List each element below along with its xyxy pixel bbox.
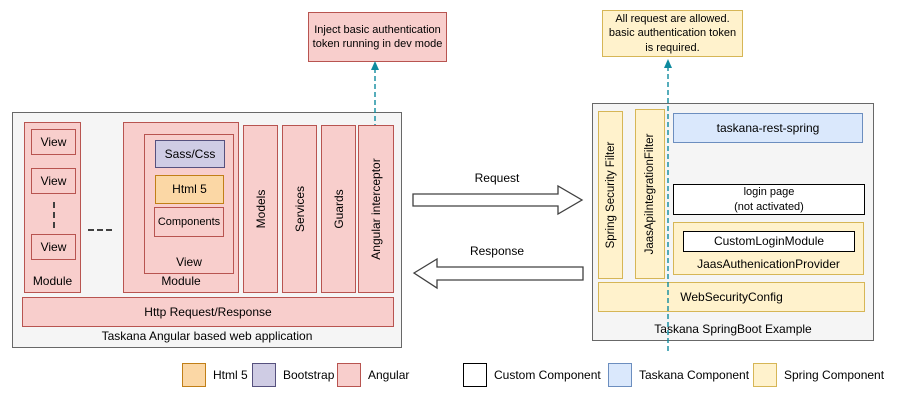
http-bar-label: Http Request/Response (144, 304, 272, 319)
view-label: View (40, 173, 67, 188)
spring-security-filter-label: Spring Security Filter (604, 141, 617, 249)
login-page-box: login page (not activated) (673, 184, 865, 215)
legend-label-angular: Angular (368, 368, 410, 382)
html5-label: Html 5 (172, 182, 207, 197)
sass-css-label: Sass/Css (164, 146, 216, 161)
legend-label-html5: Html 5 (213, 368, 248, 382)
legend-swatch-spring-component (753, 363, 777, 387)
services-column: Services (282, 125, 317, 293)
dev-mode-note-arrowhead (371, 61, 379, 70)
custom-login-module-label: CustomLoginModule (713, 234, 825, 249)
view-container-label: View (176, 255, 202, 269)
taskana-rest-spring-label: taskana-rest-spring (716, 120, 820, 135)
components-box: Components (154, 207, 224, 237)
legend-item-taskana-component: Taskana Component (608, 363, 749, 387)
models-label: Models (253, 189, 268, 229)
jaas-authentication-provider-label: JaasAuthenicationProvider (697, 257, 840, 271)
response-arrow (412, 257, 584, 290)
guards-label: Guards (331, 189, 346, 229)
components-label: Components (157, 215, 221, 228)
note-auth-required: All request are allowed. basic authentic… (602, 10, 743, 57)
jaas-api-integration-filter-column: JaasApiIntegrationFilter (635, 109, 665, 279)
legend-item-bootstrap: Bootstrap (252, 363, 334, 387)
legend-swatch-html5 (182, 363, 206, 387)
legend-swatch-taskana-component (608, 363, 632, 387)
custom-login-module-box: CustomLoginModule (683, 231, 855, 252)
response-label: Response (469, 244, 525, 258)
http-request-response-bar: Http Request/Response (22, 297, 394, 327)
module-1-label: Module (32, 274, 73, 288)
legend-swatch-bootstrap (252, 363, 276, 387)
auth-note-arrowhead (664, 59, 672, 68)
legend-item-spring-component: Spring Component (753, 363, 884, 387)
login-page-line2: (not activated) (734, 200, 804, 213)
request-arrow (412, 184, 584, 216)
angular-app-title: Taskana Angular based web application (101, 329, 313, 343)
springboot-title: Taskana SpringBoot Example (654, 322, 812, 336)
jaas-api-integration-filter-label: JaasApiIntegrationFilter (644, 133, 656, 255)
services-label: Services (292, 185, 307, 233)
taskana-rest-spring-box: taskana-rest-spring (673, 113, 863, 143)
view-container: Sass/Css Html 5 Components View (144, 134, 234, 274)
note-dev-mode-text: Inject basic authentication token runnin… (312, 23, 443, 50)
vertical-ellipsis (53, 202, 55, 228)
html5-box: Html 5 (155, 175, 224, 204)
legend-swatch-custom-component (463, 363, 487, 387)
view-label: View (40, 239, 67, 254)
guards-column: Guards (321, 125, 356, 293)
module-2: Sass/Css Html 5 Components View Module (123, 122, 239, 293)
web-security-config-label: WebSecurityConfig (680, 289, 783, 304)
note-auth-required-text: All request are allowed. basic authentic… (608, 13, 737, 54)
request-label: Request (474, 171, 520, 185)
legend-item-custom-component: Custom Component (463, 363, 601, 387)
legend-item-angular: Angular (337, 363, 409, 387)
jaas-authentication-provider-box: CustomLoginModule JaasAuthenicationProvi… (673, 222, 864, 275)
view-label: View (40, 134, 67, 149)
note-dev-mode: Inject basic authentication token runnin… (308, 12, 447, 62)
legend-label-spring-component: Spring Component (784, 368, 885, 382)
web-security-config-box: WebSecurityConfig (598, 282, 865, 312)
view-box: View (31, 168, 76, 194)
legend-item-html5: Html 5 (182, 363, 248, 387)
legend-label-bootstrap: Bootstrap (283, 368, 335, 382)
sass-css-box: Sass/Css (155, 140, 225, 168)
angular-interceptor-label: Angular interceptor (369, 158, 383, 260)
view-box: View (31, 129, 76, 155)
angular-interceptor-column: Angular interceptor (358, 125, 394, 293)
legend-label-taskana-component: Taskana Component (639, 368, 750, 382)
module-2-label: Module (161, 274, 201, 288)
horizontal-ellipsis (88, 229, 112, 231)
spring-security-filter-column: Spring Security Filter (598, 111, 623, 279)
legend-label-custom-component: Custom Component (494, 368, 601, 382)
legend-swatch-angular (337, 363, 361, 387)
models-column: Models (243, 125, 278, 293)
module-1: View View View Module (24, 122, 81, 293)
view-box: View (31, 234, 76, 260)
login-page-line1: login page (743, 186, 795, 199)
